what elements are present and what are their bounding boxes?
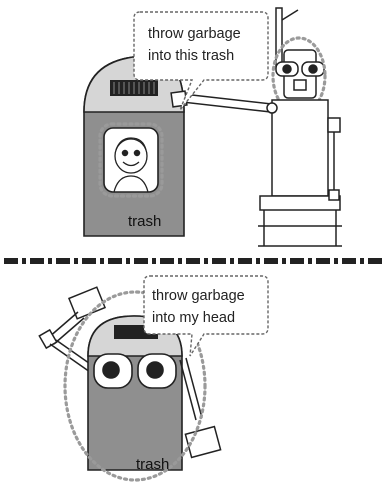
callout-line: throw garbage [152, 288, 245, 304]
callout-line: into this trash [148, 48, 234, 64]
trash-bin-top: trash [84, 56, 184, 236]
trash-label-top: trash [128, 213, 161, 230]
callout-line: throw garbage [148, 26, 241, 42]
callout-line: into my head [152, 310, 235, 326]
bottom-scene: trash throw garbage into my head [39, 276, 268, 480]
right-arm [180, 358, 221, 457]
robot-torso [272, 100, 328, 196]
top-scene: trash [84, 8, 342, 246]
trash-label-bottom: trash [136, 456, 169, 473]
